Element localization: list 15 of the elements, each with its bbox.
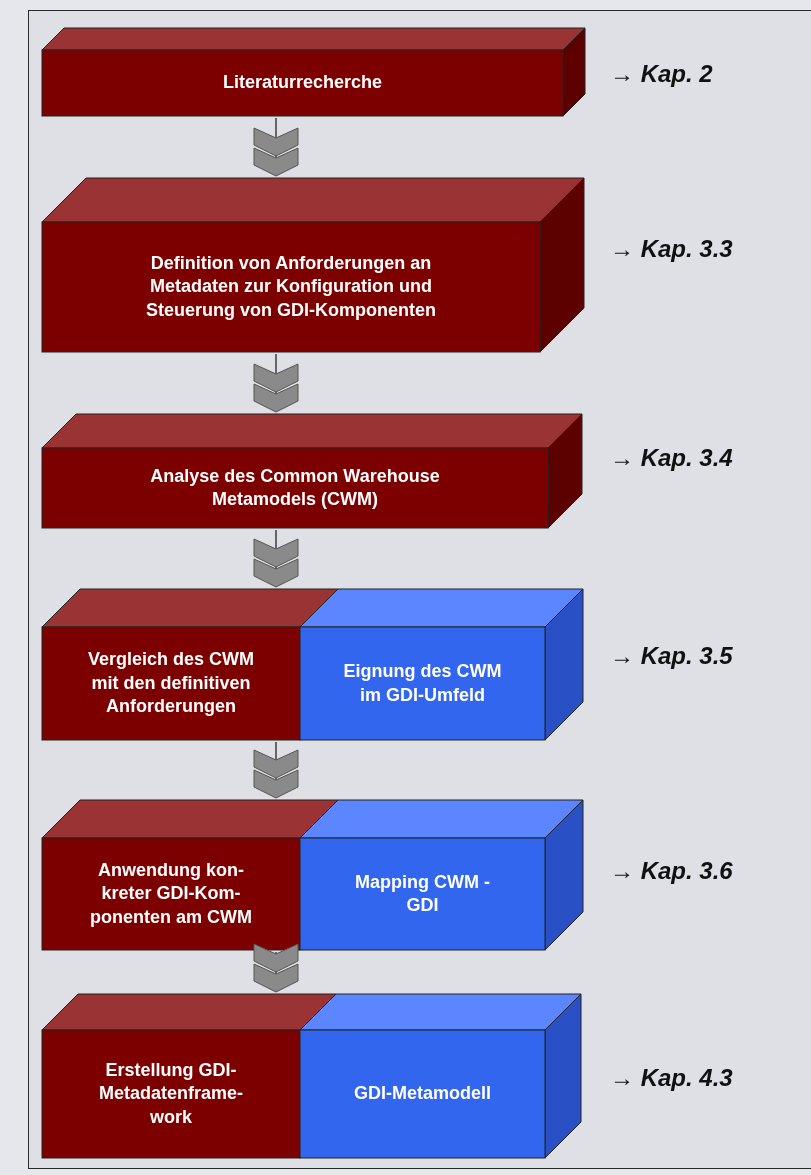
step-label: Eignung des CWM im GDI-Umfeld xyxy=(342,660,503,707)
step-label: Analyse des Common Warehouse Metamodels (CWM) xyxy=(149,464,441,511)
step-label: Vergleich des CWM mit den definitiven Anforderungen xyxy=(86,648,255,719)
step-label: Literaturrecherche xyxy=(222,71,383,95)
chapter-reference: → Kap. 4.3 xyxy=(610,1064,733,1092)
chapter-reference: → Kap. 3.6 xyxy=(610,857,733,885)
step-label: Anwendung kon- kreter GDI-Kom- ponenten am CWM xyxy=(89,858,253,929)
step-label: Mapping CWM - GDI xyxy=(354,870,491,917)
chapter-reference: → Kap. 3.5 xyxy=(610,642,733,670)
chapter-reference: → Kap. 3.3 xyxy=(610,235,733,263)
chapter-reference: → Kap. 3.4 xyxy=(610,444,733,472)
step-label: Erstellung GDI- Metadatenframe- work xyxy=(97,1058,244,1129)
step-label: Definition von Anforderungen an Metadaten zur Konfiguration und Steuerung von GDI-Komponenten xyxy=(145,251,437,322)
chapter-reference: → Kap. 2 xyxy=(610,60,713,88)
step-label: GDI-Metamodell xyxy=(354,1082,491,1106)
